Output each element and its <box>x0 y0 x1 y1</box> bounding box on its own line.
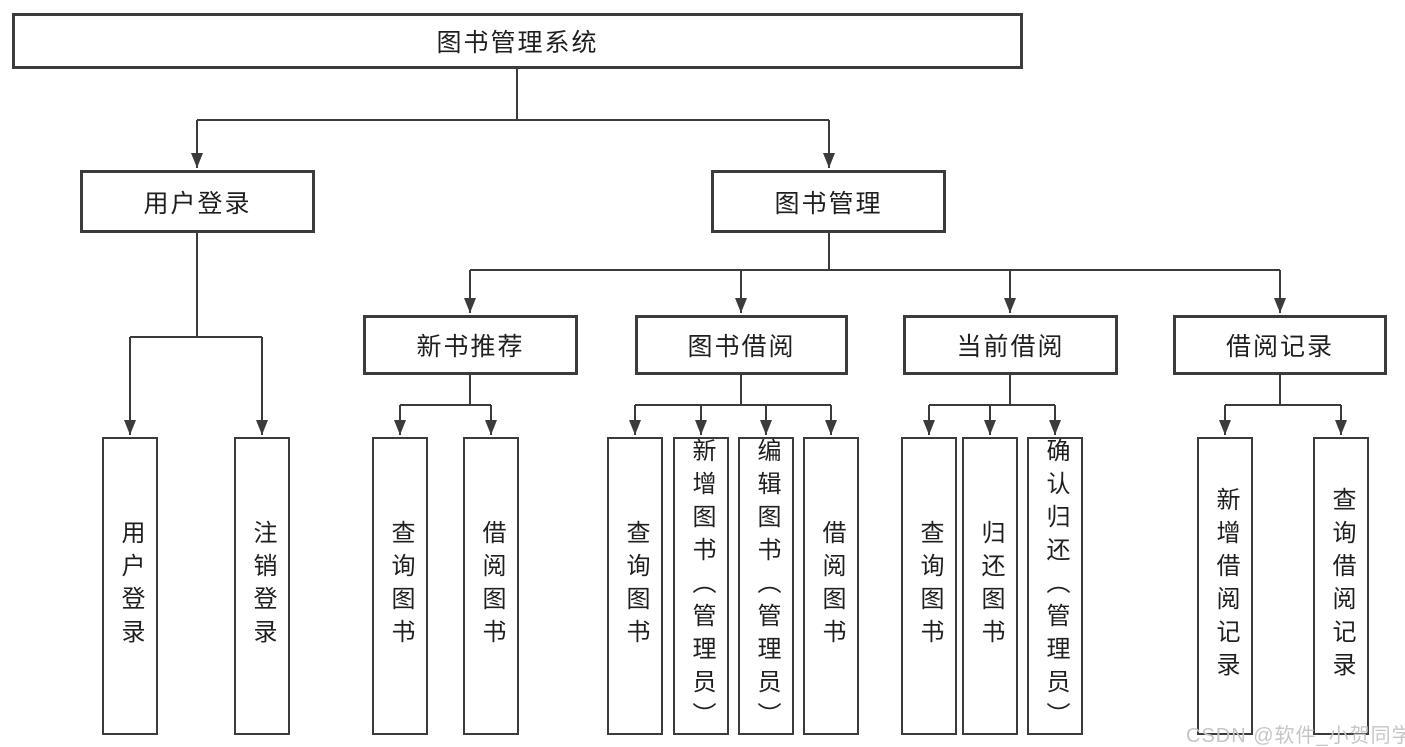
node-label: 查询借阅记录 <box>1328 487 1355 685</box>
node-label: 图书管理系统 <box>436 29 599 57</box>
csdn-watermark: CSDN @软件_小贺同学 <box>1186 725 1405 747</box>
node-label: 用户登录 <box>117 520 144 652</box>
node-label: 新书推荐 <box>416 333 525 361</box>
node-label: 新增借阅记录 <box>1212 487 1239 685</box>
node-book-management: 图书管理 <box>711 170 946 233</box>
node-label: 新增图书（管理员） <box>688 437 715 735</box>
node-label: 查询图书 <box>916 520 943 652</box>
node-query-books-recommend: 查询图书 <box>372 437 428 735</box>
node-label: 确认归还（管理员） <box>1042 437 1069 735</box>
node-book-borrowing: 图书借阅 <box>635 315 848 375</box>
node-label: 编辑图书（管理员） <box>753 437 780 735</box>
node-system-root: 图书管理系统 <box>12 13 1023 69</box>
node-label: 查询图书 <box>387 520 414 652</box>
node-add-book-admin: 新增图书（管理员） <box>673 437 729 735</box>
node-label: 当前借阅 <box>956 333 1065 361</box>
node-new-book-recommend: 新书推荐 <box>363 315 578 375</box>
node-current-borrowing: 当前借阅 <box>903 315 1118 375</box>
node-edit-book-admin: 编辑图书（管理员） <box>738 437 794 735</box>
node-user-login: 用户登录 <box>80 170 315 233</box>
node-label: 归还图书 <box>977 520 1004 652</box>
node-borrow-records: 借阅记录 <box>1173 315 1387 375</box>
node-borrow-books-recommend: 借阅图书 <box>463 437 519 735</box>
node-label: 借阅图书 <box>478 520 505 652</box>
node-return-books: 归还图书 <box>962 437 1018 735</box>
node-query-books-borrowing: 查询图书 <box>607 437 663 735</box>
node-label: 注销登录 <box>249 520 276 652</box>
node-user-login-leaf: 用户登录 <box>102 437 158 735</box>
node-query-books-current: 查询图书 <box>901 437 957 735</box>
node-confirm-return-admin: 确认归还（管理员） <box>1027 437 1083 735</box>
node-label: 查询图书 <box>622 520 649 652</box>
node-add-borrow-record: 新增借阅记录 <box>1197 437 1253 735</box>
node-label: 图书借阅 <box>687 333 796 361</box>
node-logout: 注销登录 <box>234 437 290 735</box>
node-label: 借阅记录 <box>1225 333 1334 361</box>
node-label: 用户登录 <box>143 189 252 218</box>
node-query-borrow-record: 查询借阅记录 <box>1313 437 1369 735</box>
node-borrow-books-leaf: 借阅图书 <box>803 437 859 735</box>
node-label: 借阅图书 <box>818 520 845 652</box>
node-label: 图书管理 <box>774 189 883 218</box>
